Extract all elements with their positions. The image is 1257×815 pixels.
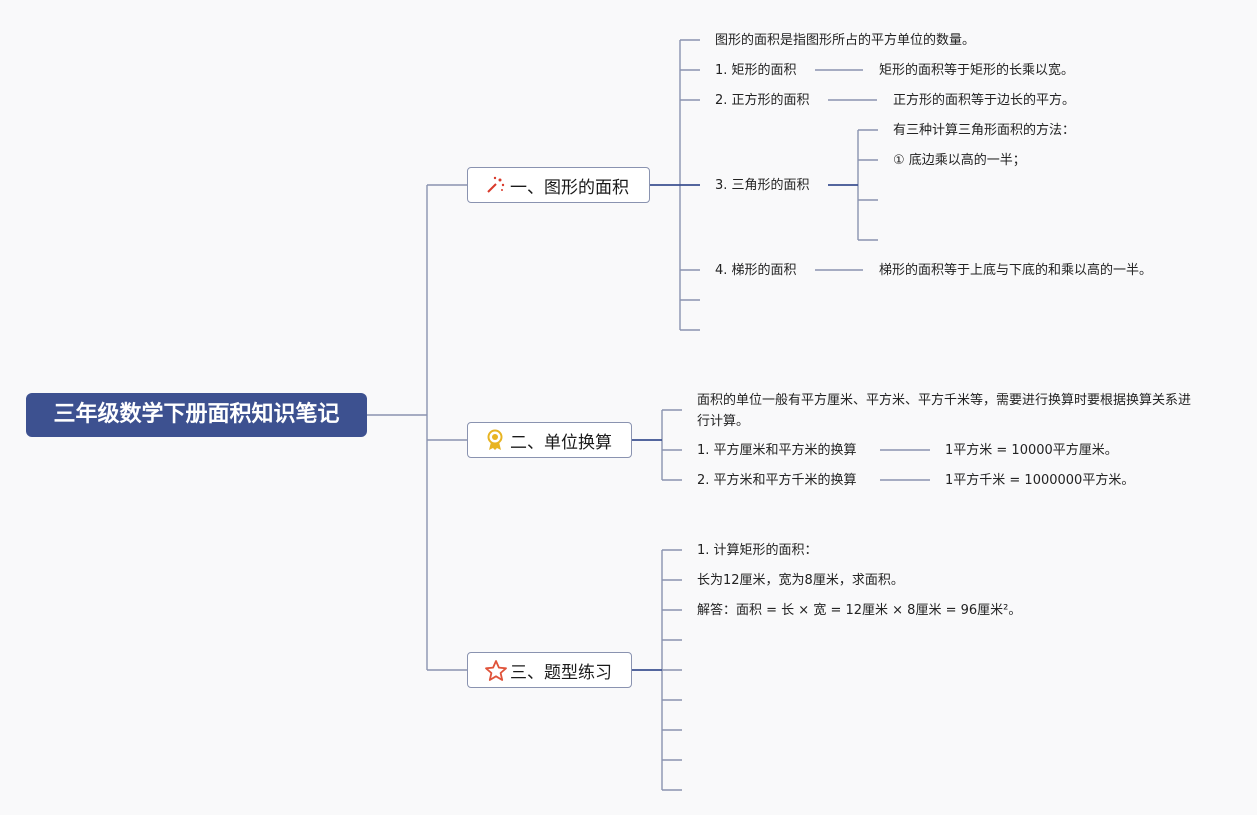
branch-label: 二、单位换算 <box>510 432 612 453</box>
magic-wand-icon <box>484 174 506 196</box>
branch-shape-area[interactable]: 一、图形的面积 <box>467 167 650 203</box>
branch-label: 三、题型练习 <box>510 662 612 683</box>
practice-item-3: 解答：面积 = 长 × 宽 = 12厘米 × 8厘米 = 96厘米²。 <box>697 603 1022 618</box>
triangle-area-label: 3. 三角形的面积 <box>715 178 810 193</box>
trapezoid-area-detail: 梯形的面积等于上底与下底的和乘以高的一半。 <box>879 263 1153 278</box>
square-area-label: 2. 正方形的面积 <box>715 93 810 108</box>
root-topic[interactable]: 三年级数学下册面积知识笔记 <box>26 393 367 437</box>
star-icon <box>484 659 507 681</box>
practice-item-2: 长为12厘米，宽为8厘米，求面积。 <box>697 573 904 588</box>
unit-conversion-intro: 面积的单位一般有平方厘米、平方米、平方千米等，需要进行换算时要根据换算关系进行计… <box>697 393 1192 429</box>
m2-km2-detail: 1平方千米 = 1000000平方米。 <box>945 473 1135 488</box>
practice-item-1: 1. 计算矩形的面积： <box>697 543 818 558</box>
trapezoid-area-label: 4. 梯形的面积 <box>715 263 797 278</box>
branch-unit-conversion[interactable]: 二、单位换算 <box>467 422 632 458</box>
cm2-m2-label: 1. 平方厘米和平方米的换算 <box>697 443 857 458</box>
triangle-area-detail-2: ① 底边乘以高的一半； <box>893 153 1026 168</box>
m2-km2-label: 2. 平方米和平方千米的换算 <box>697 473 857 488</box>
cm2-m2-detail: 1平方米 = 10000平方厘米。 <box>945 443 1118 458</box>
branch-practice[interactable]: 三、题型练习 <box>467 652 632 688</box>
award-ribbon-icon <box>484 429 506 451</box>
rectangle-area-label: 1. 矩形的面积 <box>715 63 797 78</box>
rectangle-area-detail: 矩形的面积等于矩形的长乘以宽。 <box>879 63 1075 78</box>
triangle-area-detail-1: 有三种计算三角形面积的方法： <box>893 123 1076 138</box>
square-area-detail: 正方形的面积等于边长的平方。 <box>893 93 1076 108</box>
shape-area-intro: 图形的面积是指图形所占的平方单位的数量。 <box>715 33 976 48</box>
branch-label: 一、图形的面积 <box>510 177 629 198</box>
